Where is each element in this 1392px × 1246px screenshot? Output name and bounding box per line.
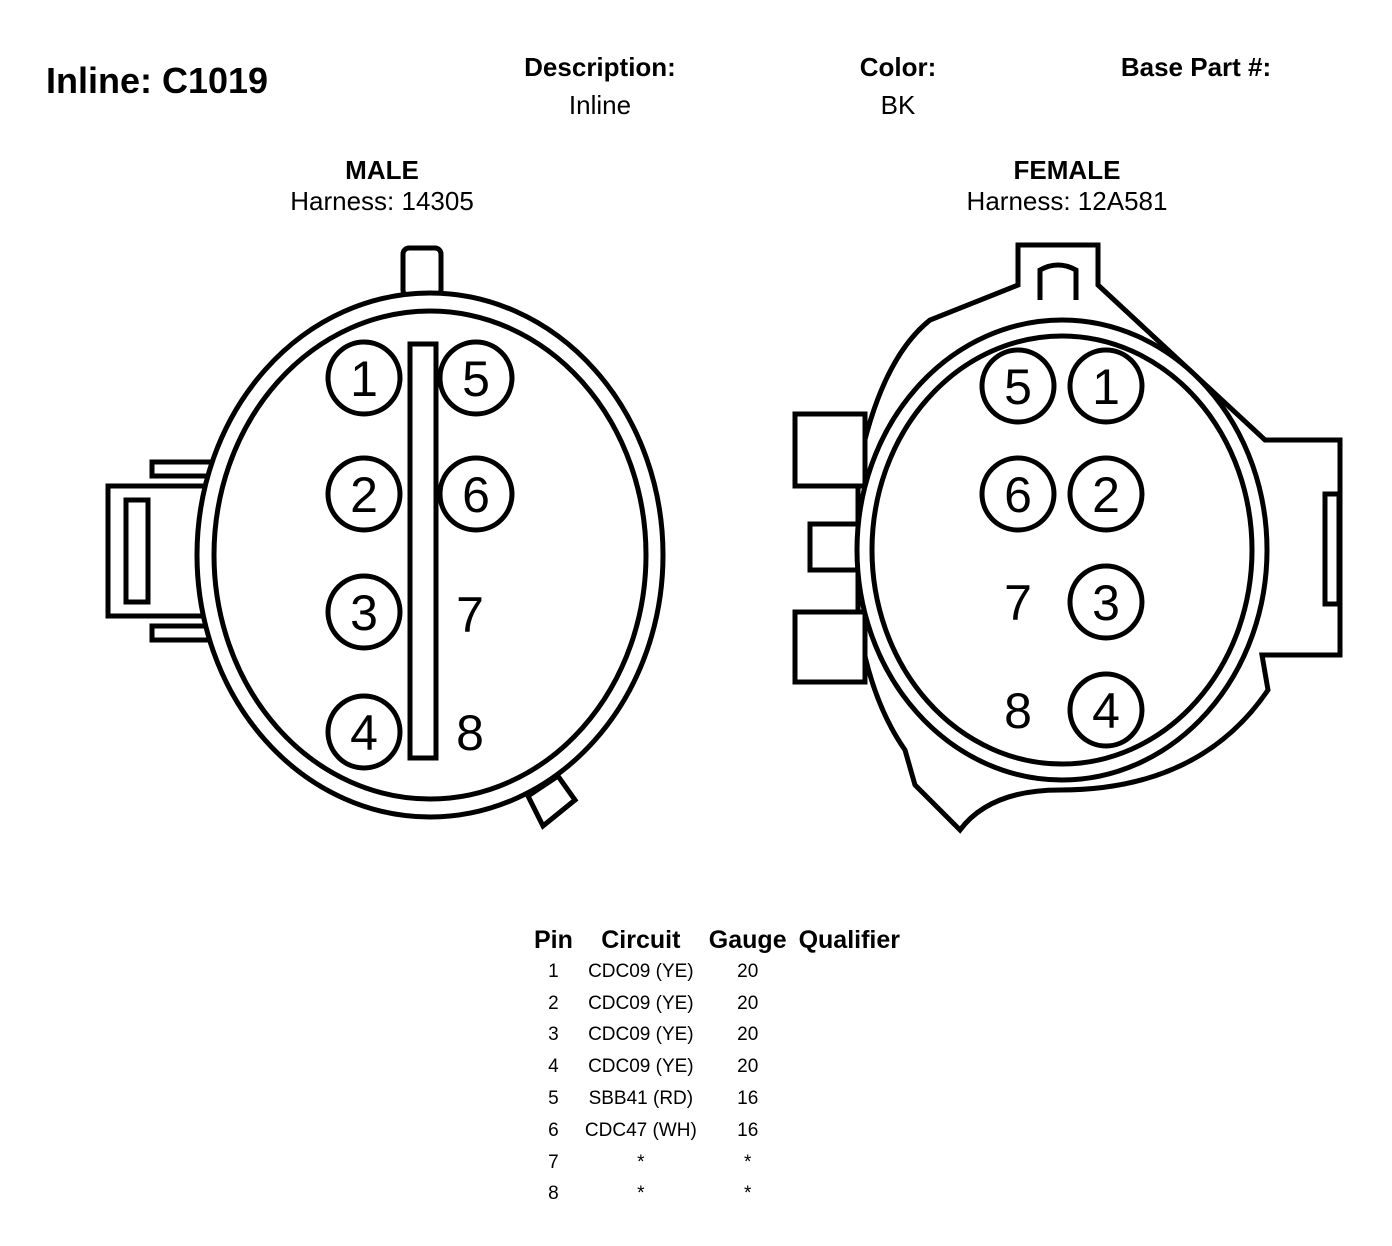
table-row: 3 CDC09 (YE) 20 bbox=[528, 1020, 906, 1052]
circuit-cell: CDC47 (WH) bbox=[584, 1119, 697, 1141]
female-pin-5 bbox=[979, 347, 1057, 425]
circuit-cell: CDC09 (YE) bbox=[588, 1024, 694, 1046]
gauge-cell: 16 bbox=[737, 1119, 759, 1141]
male-harness: Harness: 14305 bbox=[290, 186, 474, 216]
qualifier-cell bbox=[793, 956, 906, 988]
female-pin-1 bbox=[1067, 347, 1145, 425]
table-row: 7 * * bbox=[528, 1147, 906, 1179]
female-title: FEMALE bbox=[1013, 155, 1121, 185]
pin-cell: 4 bbox=[548, 1056, 559, 1078]
female-pin-4 bbox=[1067, 671, 1145, 749]
qualifier-cell bbox=[793, 1115, 906, 1147]
table-row: 6 CDC47 (WH) 16 bbox=[528, 1115, 906, 1147]
base-part-label: Base Part #: bbox=[1120, 52, 1272, 82]
pin-cell: 8 bbox=[548, 1183, 559, 1205]
qualifier-cell bbox=[793, 1051, 906, 1083]
male-pin-5 bbox=[437, 339, 515, 417]
male-connector-face bbox=[105, 245, 666, 830]
male-pin-2 bbox=[325, 455, 403, 533]
connector-diagram: 1 2 3 4 5 6 7 8 1 2 3 4 5 6 7 8 bbox=[105, 242, 1343, 834]
male-pin-label: 3 bbox=[350, 585, 378, 641]
qualifier-header: Qualifier bbox=[798, 925, 901, 954]
male-pin-6 bbox=[437, 455, 515, 533]
female-pin-6 bbox=[979, 455, 1057, 533]
male-pin-label: 2 bbox=[350, 467, 378, 523]
table-row: 2 CDC09 (YE) 20 bbox=[528, 988, 906, 1020]
male-pin-label: 6 bbox=[462, 467, 490, 523]
male-pin-1 bbox=[325, 339, 403, 417]
circuit-cell: CDC09 (YE) bbox=[588, 960, 694, 982]
gauge-cell: 16 bbox=[737, 1088, 759, 1110]
gauge-cell: 20 bbox=[737, 1024, 759, 1046]
qualifier-cell bbox=[793, 1020, 906, 1052]
table-row: 4 CDC09 (YE) 20 bbox=[528, 1051, 906, 1083]
pin-cell: 5 bbox=[548, 1088, 559, 1110]
female-pin-label: 7 bbox=[1004, 575, 1032, 631]
male-pin-4 bbox=[325, 693, 403, 771]
female-pin-3 bbox=[1067, 563, 1145, 641]
circuit-header: Circuit bbox=[601, 925, 681, 954]
qualifier-cell bbox=[793, 1083, 906, 1115]
circuit-cell: SBB41 (RD) bbox=[588, 1088, 694, 1110]
pin-cell: 6 bbox=[548, 1119, 559, 1141]
description-value: Inline bbox=[568, 90, 632, 120]
table-row: 5 SBB41 (RD) 16 bbox=[528, 1083, 906, 1115]
male-pin-label: 8 bbox=[456, 705, 484, 761]
female-pin-label: 5 bbox=[1004, 359, 1032, 415]
male-pin-label: 5 bbox=[462, 351, 490, 407]
gauge-cell: * bbox=[743, 1183, 752, 1205]
description-label: Description: bbox=[524, 52, 676, 82]
circuit-cell: * bbox=[637, 1183, 645, 1205]
pin-cell: 2 bbox=[548, 992, 559, 1014]
qualifier-cell bbox=[793, 1147, 906, 1179]
qualifier-cell bbox=[793, 988, 906, 1020]
gauge-header: Gauge bbox=[708, 925, 787, 954]
gauge-cell: 20 bbox=[737, 960, 759, 982]
table-row: 8 * * bbox=[528, 1179, 906, 1211]
male-pin-3 bbox=[325, 573, 403, 651]
pin-header: Pin bbox=[534, 925, 573, 954]
pin-cell: 7 bbox=[548, 1151, 559, 1173]
circuit-cell: CDC09 (YE) bbox=[588, 1056, 694, 1078]
circuit-cell: * bbox=[637, 1151, 645, 1173]
female-pin-2 bbox=[1067, 455, 1145, 533]
pin-cell: 3 bbox=[548, 1024, 559, 1046]
female-pin-label: 2 bbox=[1092, 467, 1120, 523]
female-pin-label: 3 bbox=[1092, 575, 1120, 631]
male-title: MALE bbox=[345, 155, 419, 185]
female-pin-label: 8 bbox=[1004, 683, 1032, 739]
female-connector-face bbox=[792, 242, 1343, 834]
female-pin-label: 4 bbox=[1092, 683, 1120, 739]
gauge-cell: 20 bbox=[737, 992, 759, 1014]
female-harness: Harness: 12A581 bbox=[966, 186, 1168, 216]
color-value: BK bbox=[880, 90, 916, 120]
table-row: 1 CDC09 (YE) 20 bbox=[528, 956, 906, 988]
female-pin-label: 1 bbox=[1092, 359, 1120, 415]
circuit-cell: CDC09 (YE) bbox=[588, 992, 694, 1014]
gauge-cell: 20 bbox=[737, 1056, 759, 1078]
connector-title: Inline: C1019 bbox=[46, 60, 269, 101]
male-pin-label: 4 bbox=[350, 705, 378, 761]
female-pin-label: 6 bbox=[1004, 467, 1032, 523]
table-header-row: Pin Circuit Gauge Qualifier bbox=[528, 924, 906, 956]
gauge-cell: * bbox=[743, 1151, 752, 1173]
male-pin-label: 1 bbox=[350, 351, 378, 407]
male-pin-label: 7 bbox=[456, 587, 484, 643]
qualifier-cell bbox=[793, 1179, 906, 1211]
pin-cell: 1 bbox=[548, 960, 559, 982]
color-label: Color: bbox=[859, 52, 937, 82]
